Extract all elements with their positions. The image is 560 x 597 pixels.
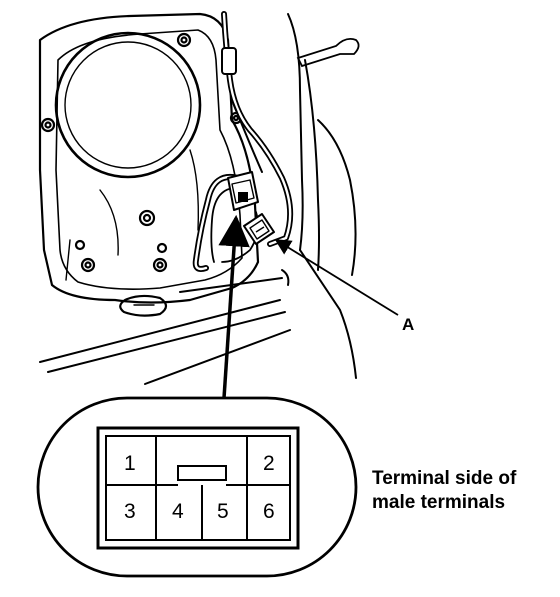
engine-housing	[38, 12, 260, 317]
detail-pointer-arrow	[218, 214, 250, 399]
body-panel	[287, 13, 360, 379]
caption-line-1: Terminal side of	[372, 468, 517, 489]
connector-a	[243, 213, 275, 245]
callout-a-label: A	[402, 315, 414, 334]
callout-a-leader	[274, 239, 399, 316]
female-connector	[227, 171, 259, 211]
pin-5-label: 5	[217, 500, 229, 523]
pin-1-label: 1	[124, 452, 136, 475]
caption-line-2: male terminals	[372, 492, 505, 513]
pin-6-label: 6	[263, 500, 275, 523]
pin-2-label: 2	[263, 452, 275, 475]
connector-face-outline	[96, 426, 300, 550]
wiring-harness	[192, 11, 294, 272]
frame-rail	[39, 269, 291, 385]
connector-detail-bubble: 1 2 3 4 5 6	[36, 396, 358, 578]
pin-4-label: 4	[172, 500, 184, 523]
pin-3-label: 3	[124, 500, 136, 523]
